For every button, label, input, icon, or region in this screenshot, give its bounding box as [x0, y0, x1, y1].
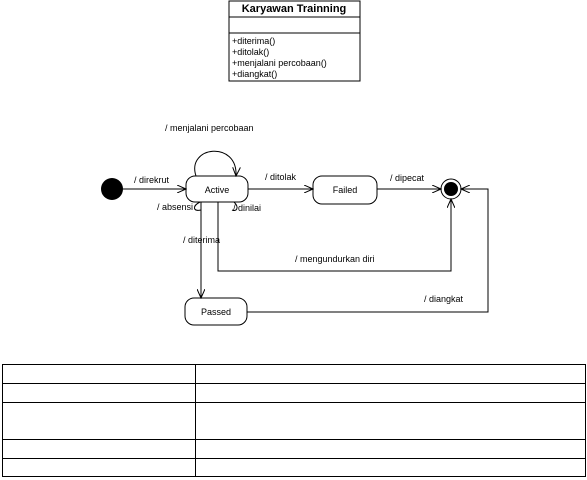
class-operation: +menjalani percobaan() — [232, 58, 327, 68]
transition-diangkat — [247, 189, 489, 313]
label-ditolak: / ditolak — [265, 172, 297, 182]
state-active-label: Active — [205, 185, 230, 195]
label-dipecat: / dipecat — [390, 173, 425, 183]
class-box: Karyawan Trainning +diterima() +ditolak(… — [228, 0, 361, 82]
label-absensi: / absensi — [157, 202, 193, 212]
class-name: Karyawan Trainning — [242, 3, 347, 15]
transition-mengundurkan-diri — [217, 199, 451, 272]
transition-dinilai — [231, 201, 238, 211]
table-row — [2, 439, 586, 459]
table-cell — [2, 364, 196, 384]
table-row — [2, 402, 586, 440]
table-cell — [195, 458, 586, 477]
table-cell — [2, 383, 196, 403]
table-cell — [195, 402, 586, 440]
table-row — [2, 458, 586, 477]
description-table — [2, 364, 586, 477]
table-cell — [2, 402, 196, 440]
transition-absensi — [194, 201, 202, 211]
state-passed-label: Passed — [201, 307, 231, 317]
table-row — [2, 364, 586, 384]
label-diterima: / diterima — [183, 235, 220, 245]
transition-menjalani-percobaan — [194, 150, 236, 176]
table-cell — [195, 383, 586, 403]
table-cell — [195, 364, 586, 384]
final-state — [440, 178, 462, 200]
label-dinilai: / dinilai — [233, 203, 261, 213]
label-direkrut: / direkrut — [134, 175, 170, 185]
label-mengundurkan-diri: / mengundurkan diri — [295, 254, 375, 264]
class-operation: +ditolak() — [232, 47, 269, 57]
class-operation: +diangkat() — [232, 69, 277, 79]
table-cell — [2, 458, 196, 477]
table-cell — [2, 439, 196, 459]
label-menjalani-percobaan: / menjalani percobaan — [165, 123, 254, 133]
state-failed: Failed — [312, 175, 378, 205]
label-diangkat: / diangkat — [424, 294, 464, 304]
class-operation: +diterima() — [232, 36, 275, 46]
state-failed-label: Failed — [333, 185, 358, 195]
initial-state — [101, 178, 123, 200]
table-row — [2, 383, 586, 403]
table-cell — [195, 439, 586, 459]
state-active: Active — [185, 175, 249, 203]
state-passed: Passed — [184, 297, 248, 326]
